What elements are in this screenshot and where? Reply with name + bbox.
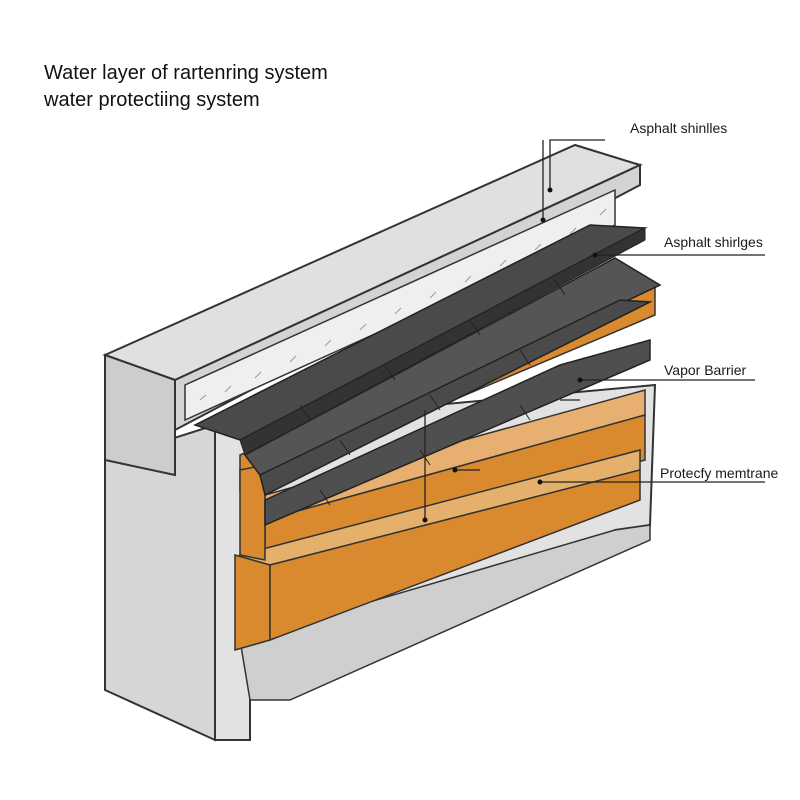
callout-protective-membrane: Protecfy memtrane <box>660 465 779 481</box>
shingle-row-4 <box>264 339 651 527</box>
leader-lines <box>424 139 765 520</box>
insulation-layer <box>184 188 616 422</box>
diagram-title-line-1: Water layer of rartenring system <box>44 62 328 84</box>
concrete-base <box>239 524 651 701</box>
shingle-row-2 <box>243 257 662 476</box>
shingle-row-1-edge <box>239 227 646 456</box>
callout-asphalt-shingles: Asphalt shirlges <box>664 234 763 250</box>
insulation-face <box>184 188 616 422</box>
orange-base-slab <box>269 469 641 642</box>
callout-asphalt-shinlles: Asphalt shinlles <box>630 120 728 136</box>
coping-front <box>104 353 176 477</box>
leader-asphalt-shinlles <box>549 139 605 190</box>
shingle-courses <box>193 224 662 527</box>
shingle-row-3 <box>259 299 653 497</box>
leader-dots <box>422 187 598 523</box>
orange-front-block <box>234 554 271 651</box>
diagram-title-line-2: water protectiing system <box>44 89 260 111</box>
callout-vapor-barrier: Vapor Barrier <box>664 362 747 378</box>
